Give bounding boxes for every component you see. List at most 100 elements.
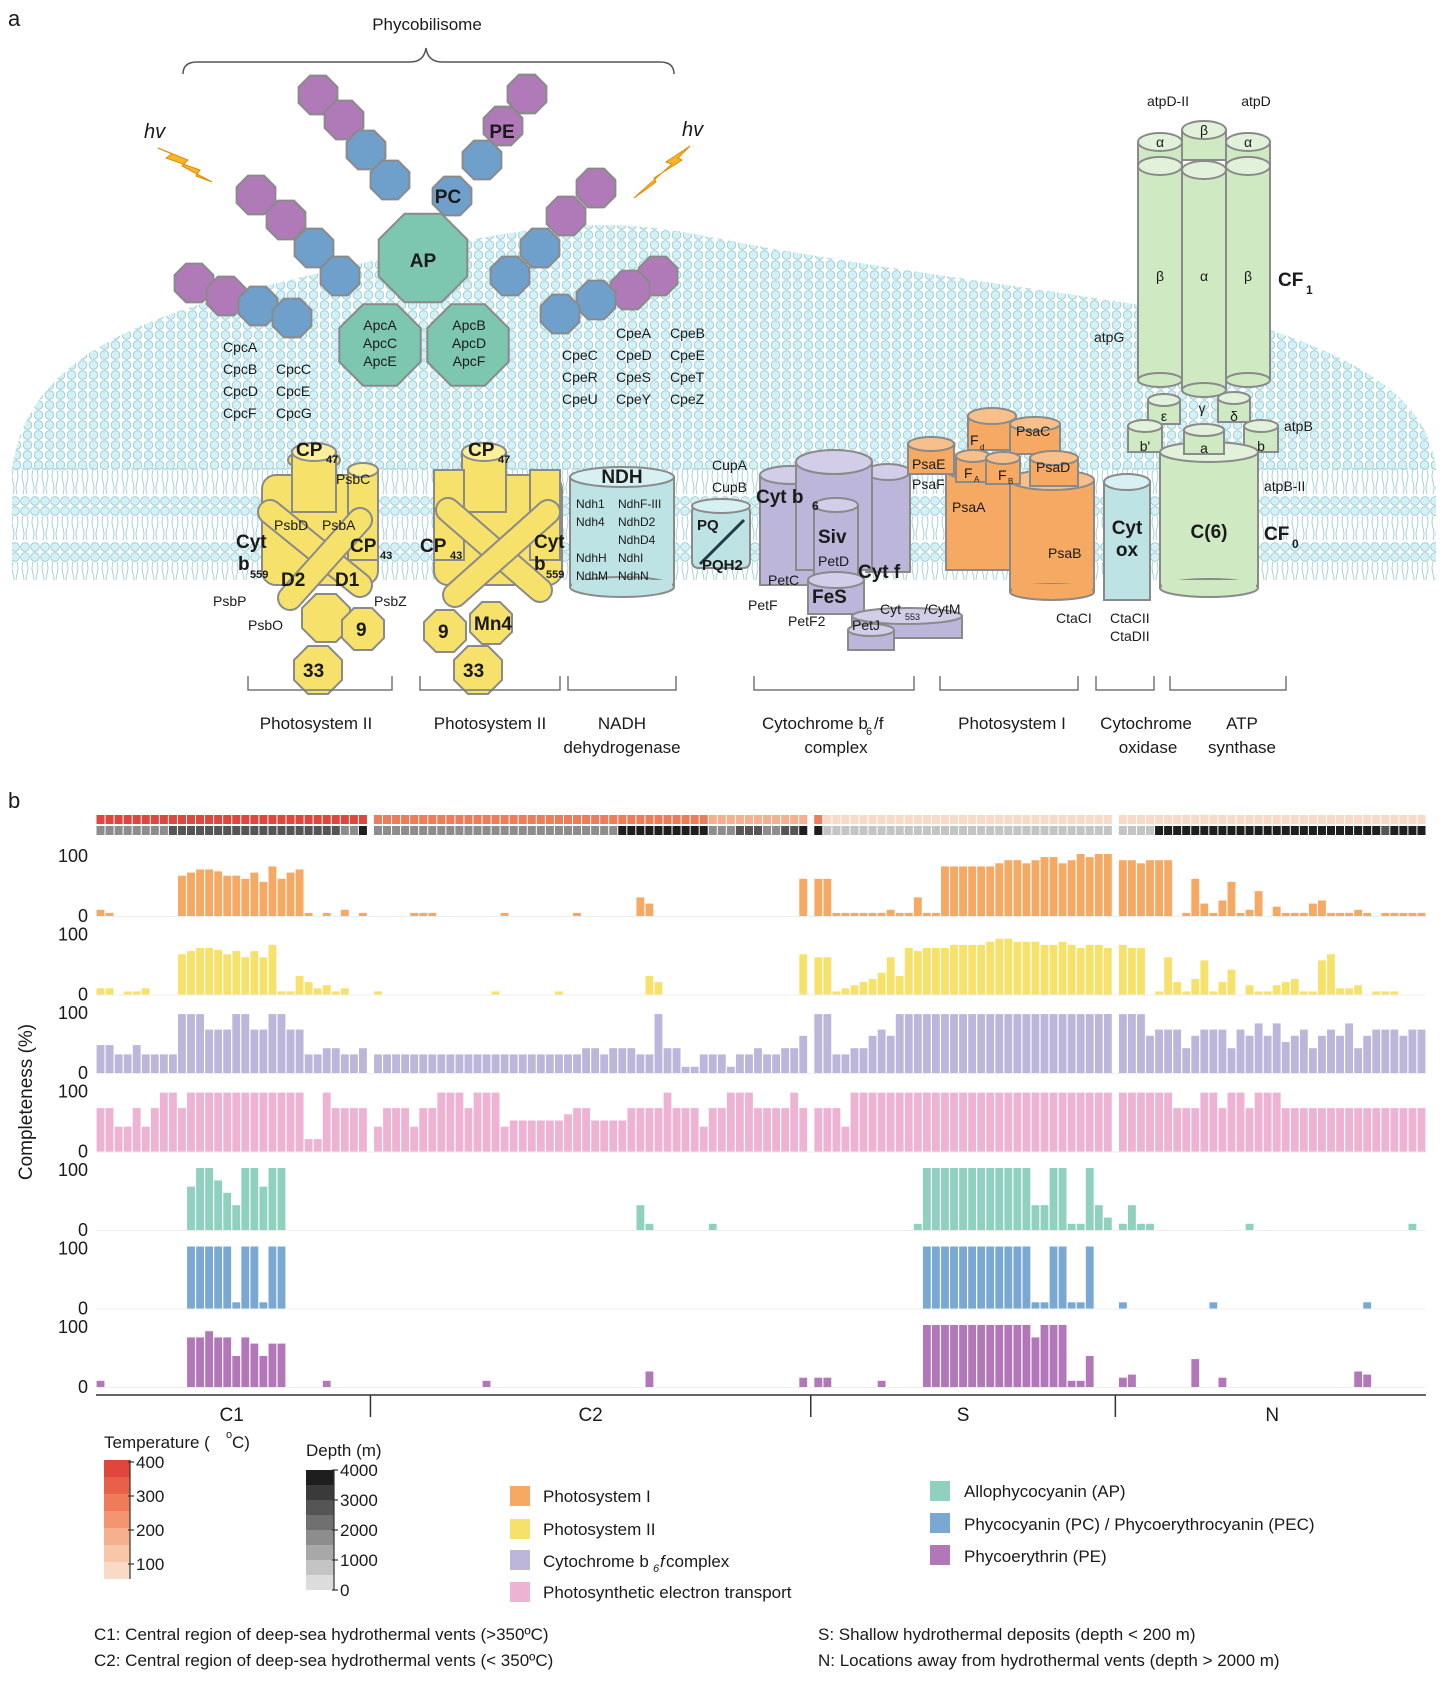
temperature-cell [1164, 815, 1173, 824]
cytb6f-cytm: /CytM [924, 601, 961, 617]
atp-alpha: α [1200, 268, 1208, 284]
depth-cell [1164, 826, 1173, 835]
bar [895, 975, 904, 995]
bar [1399, 1108, 1408, 1152]
bar [1363, 1035, 1372, 1073]
temperature-cell [1345, 815, 1354, 824]
depth-cell [205, 826, 214, 835]
bar [1118, 944, 1127, 995]
bar [132, 1108, 141, 1152]
bar [1040, 944, 1049, 995]
bar [196, 948, 204, 995]
bar [950, 1325, 958, 1387]
cytb6f-petd: PetD [818, 553, 849, 569]
phycocyanin-disc [319, 255, 361, 297]
legend-label: Phycoerythrin (PE) [964, 1547, 1107, 1566]
depth-cell [1013, 826, 1022, 835]
temperature-cell [1049, 815, 1058, 824]
cytox-ctacii: CtaCII [1110, 610, 1150, 626]
bar [295, 869, 304, 916]
bar [250, 1246, 259, 1309]
phycoerythrin-disc [205, 275, 247, 317]
atp-delta: δ [1230, 408, 1238, 424]
depth-scale-cell [306, 1515, 334, 1530]
bar [205, 1029, 214, 1073]
depth-cell [491, 826, 500, 835]
bar [850, 985, 859, 995]
temperature-cell [159, 815, 168, 824]
temperature-cell [286, 815, 295, 824]
cytb6f-cyt553-sub: 553 [905, 612, 920, 622]
atp-atpg: atpG [1094, 329, 1124, 345]
temperature-cell [726, 815, 735, 824]
depth-cell [690, 826, 699, 835]
temperature-cell [446, 815, 455, 824]
depth-cell [1408, 826, 1417, 835]
temperature-cell [1173, 815, 1182, 824]
bar [132, 991, 141, 995]
depth-cell [1299, 826, 1308, 835]
bar [645, 1371, 654, 1387]
temperature-cell [841, 815, 850, 824]
bar [968, 944, 977, 995]
bar [536, 1120, 545, 1152]
temperature-cell [799, 815, 808, 824]
group-label: oxidase [1119, 738, 1178, 757]
depth-cell [96, 826, 105, 835]
bar [150, 1054, 159, 1073]
depth-tick-label: 3000 [340, 1491, 378, 1510]
bar [241, 1014, 250, 1073]
ndh-cupb: CupB [712, 479, 747, 495]
temperature-cell [717, 815, 726, 824]
bar [1336, 988, 1344, 995]
temperature-cell [1103, 815, 1112, 824]
bar [205, 1331, 214, 1387]
bar [1040, 857, 1049, 916]
temperature-cell [1308, 815, 1317, 824]
bar [214, 1092, 223, 1152]
bar [196, 1337, 204, 1387]
bar [627, 1048, 636, 1073]
legend-label: Photosystem I [543, 1487, 651, 1506]
temperature-cell [582, 815, 591, 824]
depth-cell [573, 826, 582, 835]
bar [1085, 1246, 1094, 1309]
bar [359, 1048, 367, 1073]
bar [1299, 912, 1308, 916]
bar [1146, 1035, 1154, 1073]
bar [214, 1029, 223, 1073]
depth-cell [1094, 826, 1103, 835]
bar [114, 1054, 123, 1073]
bar [527, 1120, 536, 1152]
depth-cell [1290, 826, 1299, 835]
bar [745, 1054, 753, 1073]
x-group-label: C2 [578, 1405, 602, 1426]
bar [205, 869, 214, 916]
bar [250, 1168, 259, 1230]
bar [931, 1168, 940, 1230]
bar [123, 1054, 132, 1073]
temperature-cell [96, 815, 105, 824]
ps2-psbz: PsbZ [374, 593, 407, 609]
bar [268, 866, 277, 916]
temperature-cell [1317, 815, 1326, 824]
depth-cell [232, 826, 241, 835]
group-label-tail: /f [874, 714, 884, 733]
phycoerythrin-disc [545, 195, 587, 237]
depth-cell [859, 826, 868, 835]
bar [205, 1168, 214, 1230]
bar [1417, 912, 1426, 916]
bar [1049, 1246, 1058, 1309]
bar [1272, 1023, 1281, 1073]
bar [922, 912, 931, 916]
bar [1031, 941, 1040, 995]
cpe-genes: CpeA CpeB CpeC CpeD CpeE CpeR CpeS CpeT … [562, 325, 705, 407]
bar [1290, 912, 1299, 916]
phycocyanin-disc [489, 255, 531, 297]
series-row: 1000 [58, 1003, 1426, 1083]
depth-cell [672, 826, 681, 835]
bar [401, 1054, 410, 1073]
bar [500, 1126, 509, 1152]
bar [663, 1092, 672, 1152]
